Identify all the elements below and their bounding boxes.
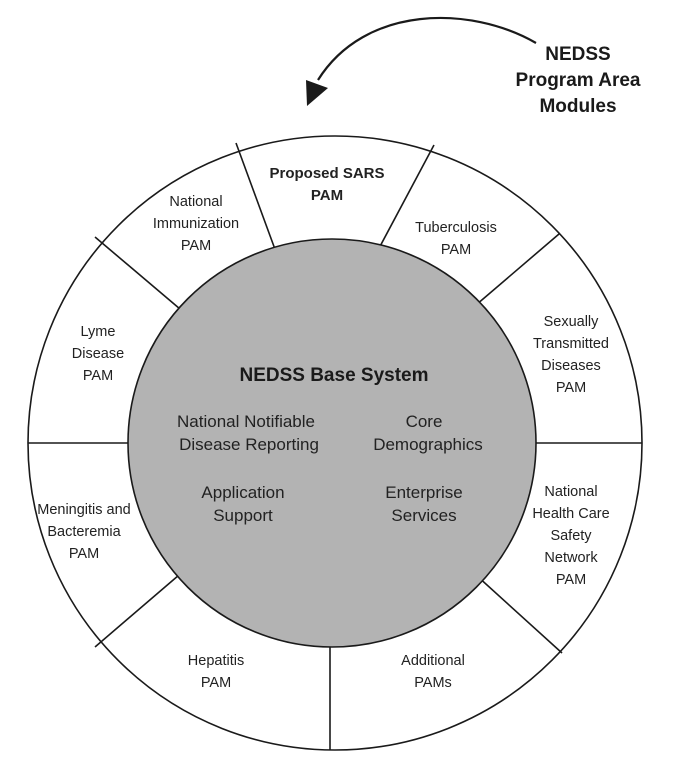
center-item-enterprise-line-1: Enterprise bbox=[385, 483, 462, 502]
module-labels: Proposed SARSPAMTuberculosisPAMSexuallyT… bbox=[37, 165, 609, 691]
module-national-health-care-safety-network-line-2: Health Care bbox=[532, 506, 609, 522]
module-additional-line-2: PAMs bbox=[414, 675, 452, 691]
module-proposed-sars-line-2: PAM bbox=[311, 187, 343, 204]
center-content: NEDSS Base System National Notifiable Di… bbox=[177, 365, 483, 525]
module-tuberculosis-line-1: Tuberculosis bbox=[415, 220, 497, 236]
divider-hepatitis-meningitis bbox=[94, 574, 180, 648]
module-sexually-transmitted-diseases-line-2: Transmitted bbox=[533, 336, 609, 352]
center-circle bbox=[127, 238, 537, 648]
center-item-enterprise-line-2: Services bbox=[391, 506, 456, 525]
curved-arrow-icon bbox=[306, 16, 537, 106]
module-sexually-transmitted-diseases-line-4: PAM bbox=[556, 380, 586, 396]
module-lyme-disease-line-3: PAM bbox=[83, 368, 113, 384]
module-hepatitis-line-2: PAM bbox=[201, 675, 231, 691]
module-proposed-sars-line-1: Proposed SARS bbox=[269, 165, 384, 182]
module-additional-line-1: Additional bbox=[401, 653, 465, 669]
center-item-application-line-2: Support bbox=[213, 506, 273, 525]
center-item-demographics-line-1: Core bbox=[406, 412, 443, 431]
module-meningitis-bacteremia-line-2: Bacteremia bbox=[47, 524, 121, 540]
caption-line-1: NEDSS bbox=[545, 44, 610, 65]
center-title: NEDSS Base System bbox=[239, 365, 428, 386]
divider-lyme-immunization bbox=[94, 236, 181, 310]
ring-dividers bbox=[28, 142, 642, 750]
center-item-application-line-1: Application bbox=[201, 483, 284, 502]
module-national-health-care-safety-network-line-4: Network bbox=[544, 550, 598, 566]
caption: NEDSS Program Area Modules bbox=[516, 44, 641, 117]
module-meningitis-bacteremia-line-1: Meningitis and bbox=[37, 502, 131, 518]
center-item-demographics-line-2: Demographics bbox=[373, 435, 483, 454]
module-national-health-care-safety-network-line-1: National bbox=[544, 484, 597, 500]
divider-sars-immunization bbox=[235, 142, 277, 253]
caption-line-2: Program Area bbox=[516, 70, 641, 91]
module-sexually-transmitted-diseases-line-1: Sexually bbox=[544, 314, 600, 330]
module-national-immunization-line-2: Immunization bbox=[153, 216, 239, 232]
module-hepatitis-line-1: Hepatitis bbox=[188, 653, 244, 669]
caption-line-3: Modules bbox=[539, 96, 616, 117]
module-national-health-care-safety-network-line-3: Safety bbox=[550, 528, 592, 544]
module-meningitis-bacteremia-line-3: PAM bbox=[69, 546, 99, 562]
divider-sars-tuberculosis bbox=[376, 144, 435, 253]
module-lyme-disease-line-1: Lyme bbox=[81, 324, 116, 340]
module-national-health-care-safety-network-line-5: PAM bbox=[556, 572, 586, 588]
module-sexually-transmitted-diseases-line-3: Diseases bbox=[541, 358, 601, 374]
module-proposed-sars: Proposed SARS PAM bbox=[269, 165, 384, 204]
module-lyme-disease-line-2: Disease bbox=[72, 346, 124, 362]
module-national-immunization-line-1: National bbox=[169, 194, 222, 210]
divider-nhcsn-additional bbox=[475, 574, 563, 654]
center-item-reporting-line-1: National Notifiable bbox=[177, 412, 315, 431]
center-item-reporting-line-2: Disease Reporting bbox=[179, 435, 319, 454]
module-tuberculosis-line-2: PAM bbox=[441, 242, 471, 258]
divider-tuberculosis-std bbox=[475, 233, 560, 306]
module-national-immunization-line-3: PAM bbox=[181, 238, 211, 254]
